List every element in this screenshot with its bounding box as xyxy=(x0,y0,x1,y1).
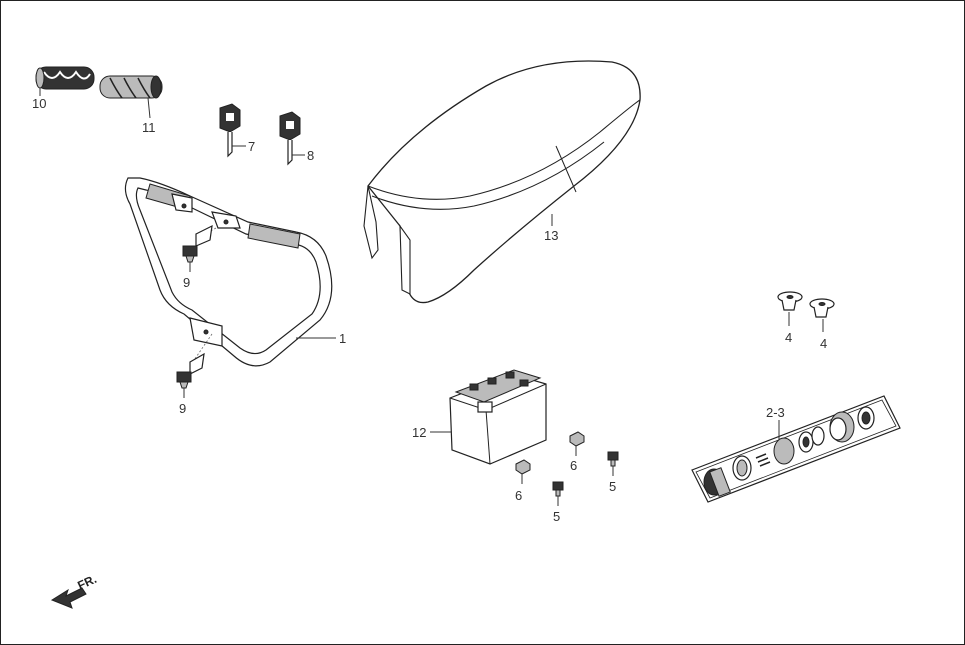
label-9-upper: 9 xyxy=(183,275,190,290)
label-5-right: 5 xyxy=(609,479,616,494)
part-1-guard-frame xyxy=(124,177,333,367)
part-4-grommet-right xyxy=(809,298,835,318)
part-11-grip xyxy=(99,75,163,99)
part-6-nut-left xyxy=(515,459,531,475)
label-1: 1 xyxy=(339,331,346,346)
part-5-bolt-right xyxy=(607,451,619,467)
label-4-right: 4 xyxy=(820,336,827,351)
front-label: FR. xyxy=(75,572,98,593)
label-6-right: 6 xyxy=(570,458,577,473)
label-8: 8 xyxy=(307,148,314,163)
part-9-bolt-upper xyxy=(182,224,213,263)
label-13: 13 xyxy=(544,228,558,243)
label-2-3: 2-3 xyxy=(766,405,785,420)
part-13-seat xyxy=(363,60,641,304)
part-4-grommet-left xyxy=(777,291,803,311)
label-12: 12 xyxy=(412,425,426,440)
label-5-left: 5 xyxy=(553,509,560,524)
part-5-bolt-left xyxy=(552,481,564,497)
part-10-grip xyxy=(35,66,95,90)
label-9-lower: 9 xyxy=(179,401,186,416)
part-12-battery xyxy=(449,369,547,465)
part-7-key xyxy=(219,103,241,158)
part-8-key xyxy=(279,111,301,166)
front-direction-indicator: FR. xyxy=(50,572,99,609)
label-6-left: 6 xyxy=(515,488,522,503)
label-4-left: 4 xyxy=(785,330,792,345)
part-6-nut-right xyxy=(569,431,585,447)
label-7: 7 xyxy=(248,139,255,154)
part-2-3-lock-assembly xyxy=(691,395,901,503)
front-arrow-icon xyxy=(50,587,87,609)
label-10: 10 xyxy=(32,96,46,111)
part-9-bolt-lower xyxy=(176,352,205,389)
label-11: 11 xyxy=(142,120,156,135)
